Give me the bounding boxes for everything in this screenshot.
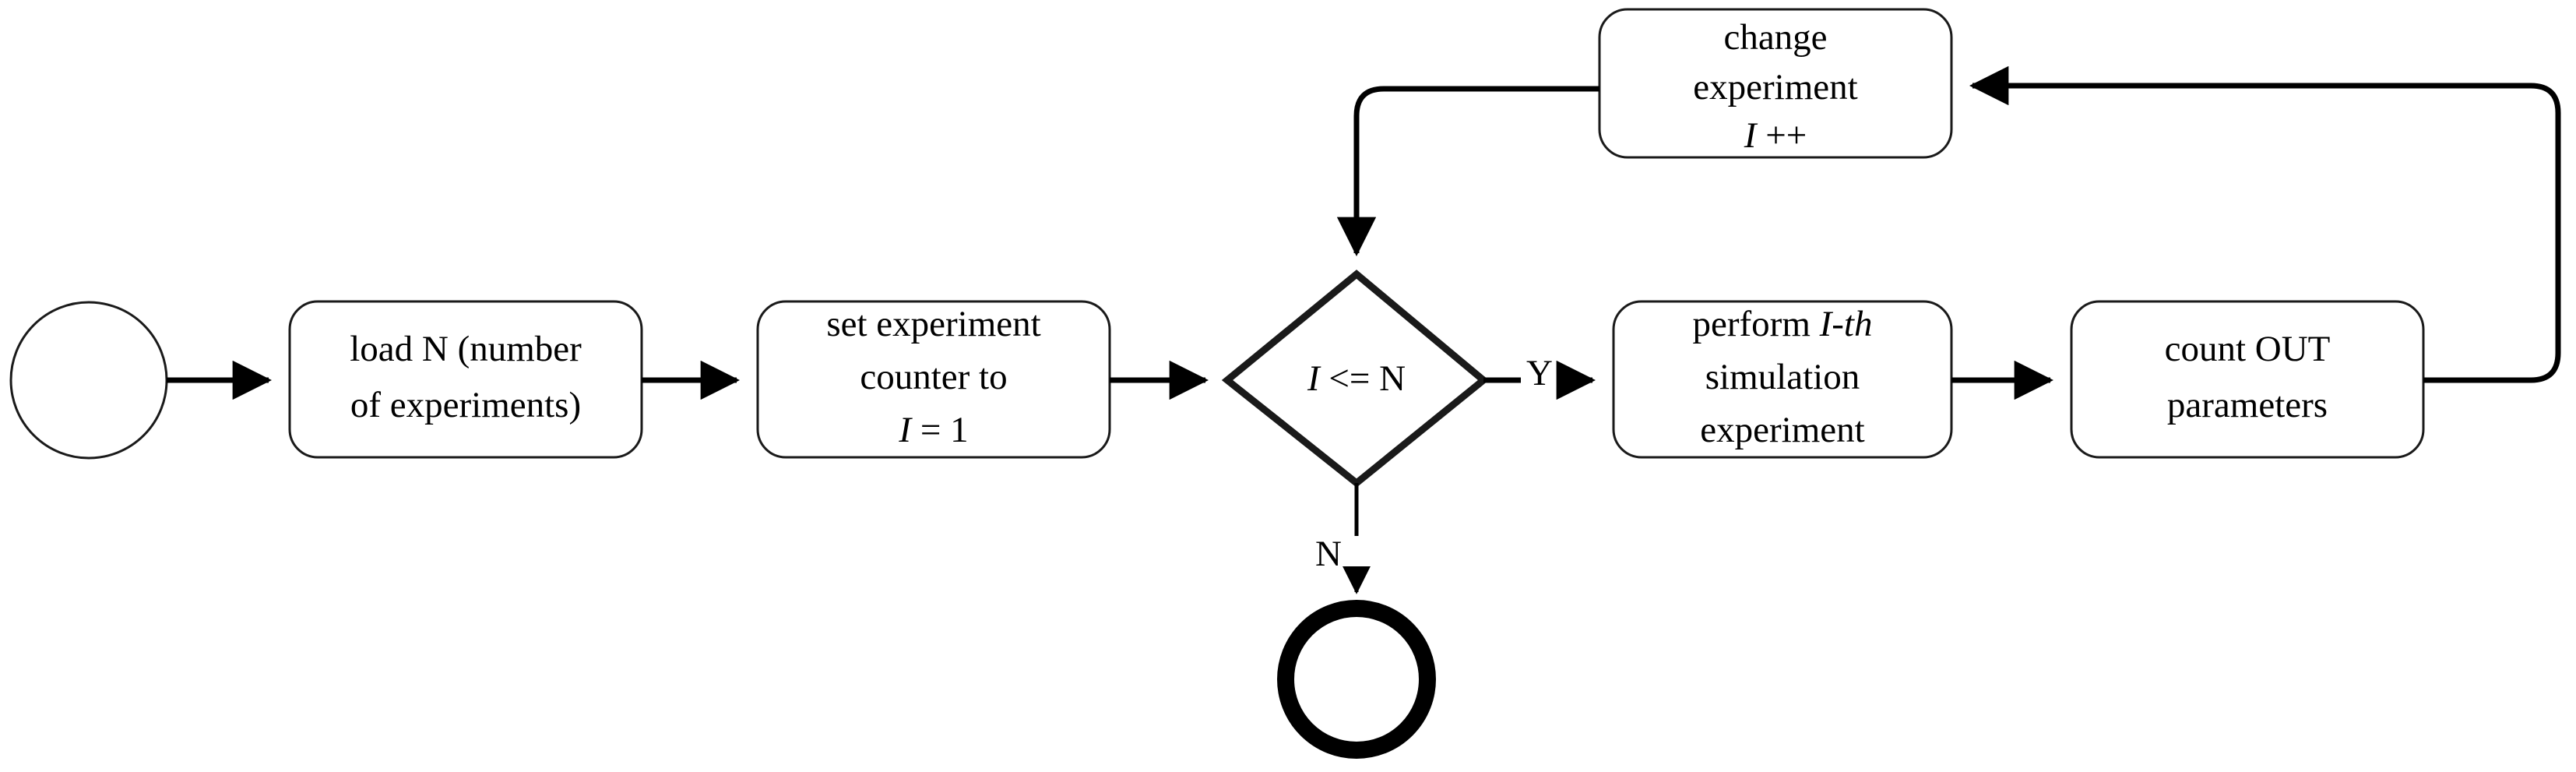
edge-count-to-change (1969, 65, 2561, 383)
node-load-n: load N (number of experiments) (288, 300, 643, 459)
node-set-counter-line1: set experiment (826, 304, 1040, 344)
node-change-experiment: change experiment I ++ (1598, 8, 1953, 159)
node-load-n-shape (288, 300, 643, 459)
node-decision-cond: <= N (1320, 358, 1406, 399)
node-change-experiment-line3: I ++ (1744, 115, 1807, 156)
node-count-out-line2: parameters (2167, 385, 2328, 425)
node-change-experiment-line1: change (1723, 17, 1827, 58)
node-set-counter-assign: = 1 (911, 410, 969, 450)
node-perform-var: I-th (1819, 304, 1873, 344)
node-set-counter-var: I (898, 410, 913, 450)
edge-change-to-decision (1336, 86, 1599, 257)
node-perform-prefix: perform (1693, 304, 1820, 344)
node-perform-simulation-line2: simulation (1705, 357, 1860, 397)
node-load-n-line2: of experiments) (350, 385, 581, 425)
node-decision: I <= N (1221, 270, 1490, 488)
node-change-experiment-op: ++ (1756, 115, 1807, 156)
node-decision-text: I <= N (1307, 358, 1406, 399)
node-count-out-shape (2070, 300, 2425, 459)
node-change-experiment-shape (1598, 8, 1953, 159)
node-end-terminator (1277, 600, 1436, 759)
node-load-n-line1: load N (number (350, 329, 582, 369)
node-perform-simulation-line3: experiment (1700, 410, 1864, 450)
node-perform-simulation-line1: perform I-th (1693, 304, 1873, 344)
edge-label-no: N (1315, 534, 1342, 574)
node-set-counter: set experiment counter to I = 1 (756, 300, 1111, 459)
edge-decision-no: N (1315, 483, 1371, 594)
edge-label-yes: Y (1526, 353, 1553, 393)
edge-decision-yes: Y (1483, 353, 1596, 400)
node-change-experiment-line2: experiment (1693, 67, 1857, 108)
node-count-out: count OUT parameters (2070, 300, 2425, 459)
node-count-out-line1: count OUT (2165, 329, 2331, 369)
node-start-terminator (9, 301, 168, 460)
node-decision-var: I (1307, 358, 1321, 399)
node-perform-simulation: perform I-th simulation experiment (1612, 300, 1953, 459)
node-set-counter-line3: I = 1 (898, 410, 968, 450)
node-change-experiment-var: I (1744, 115, 1758, 156)
node-set-counter-line2: counter to (860, 357, 1007, 397)
